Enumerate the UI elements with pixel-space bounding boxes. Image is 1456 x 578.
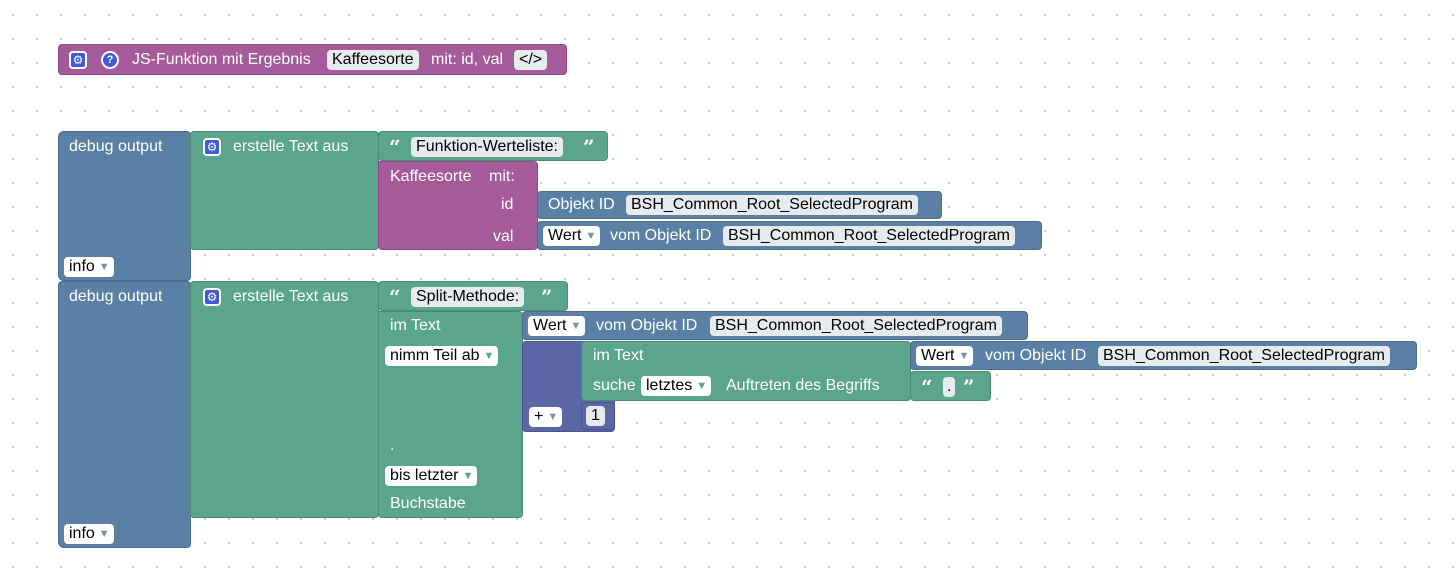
index-of-block[interactable]: im Text suche letztes▼ Auftreten des Beg… bbox=[581, 341, 911, 401]
until-dropdown[interactable]: bis letzter▼ bbox=[385, 466, 478, 486]
letter-label: Buchstabe bbox=[390, 495, 466, 512]
object-id-field[interactable]: BSH_Common_Root_SelectedProgram bbox=[710, 316, 1002, 336]
chevron-down-icon: ▼ bbox=[98, 261, 110, 273]
until-value: bis letzter bbox=[390, 467, 459, 484]
object-id-field[interactable]: BSH_Common_Root_SelectedProgram bbox=[723, 226, 1015, 246]
value-type-value: Wert bbox=[533, 317, 567, 334]
code-icon[interactable]: </> bbox=[514, 50, 548, 70]
value-type-dropdown[interactable]: Wert▼ bbox=[528, 316, 586, 336]
value-from-label: vom Objekt ID bbox=[610, 227, 712, 244]
function-call-block[interactable]: Kaffeesorte mit: id val bbox=[378, 161, 538, 250]
text-join-block-1[interactable]: ⚙ erstelle Text aus bbox=[190, 131, 379, 250]
search-term-field[interactable]: . bbox=[943, 377, 956, 397]
close-quote-icon: ” bbox=[541, 285, 553, 309]
function-definition-block[interactable]: ⚙ ? JS-Funktion mit Ergebnis Kaffeesorte… bbox=[58, 44, 567, 75]
take-from-value: nimm Teil ab bbox=[390, 347, 480, 364]
log-level-dropdown[interactable]: info▼ bbox=[64, 257, 114, 277]
occurrence-value: letztes bbox=[646, 377, 693, 394]
dot-label: . bbox=[390, 437, 395, 454]
object-id-block[interactable]: Objekt ID BSH_Common_Root_SelectedProgra… bbox=[537, 191, 942, 219]
param-id-label: id bbox=[501, 196, 514, 213]
debug-output-block-2[interactable]: debug output info▼ bbox=[58, 281, 191, 548]
value-from-label: vom Objekt ID bbox=[985, 347, 1087, 364]
search-term-text-block[interactable]: “ . ” bbox=[910, 371, 991, 401]
text-literal-field[interactable]: Split-Methode: bbox=[411, 287, 525, 307]
close-quote-icon: ” bbox=[963, 375, 975, 399]
open-quote-icon: “ bbox=[389, 285, 401, 309]
number-block[interactable]: 1 bbox=[581, 402, 615, 430]
text-literal-field[interactable]: Funktion-Werteliste: bbox=[411, 137, 563, 157]
value-of-object-block-3[interactable]: Wert▼ vom Objekt ID BSH_Common_Root_Sele… bbox=[910, 341, 1417, 370]
take-from-dropdown[interactable]: nimm Teil ab▼ bbox=[385, 346, 499, 366]
text-join-block-2[interactable]: ⚙ erstelle Text aus bbox=[190, 281, 379, 518]
function-call-with: mit: bbox=[489, 168, 515, 185]
value-of-object-block-1[interactable]: Wert▼ vom Objekt ID BSH_Common_Root_Sele… bbox=[537, 221, 1042, 250]
occurrence-dropdown[interactable]: letztes▼ bbox=[641, 376, 712, 396]
chevron-down-icon: ▼ bbox=[585, 230, 597, 242]
chevron-down-icon: ▼ bbox=[696, 380, 708, 392]
debug-output-label: debug output bbox=[69, 288, 163, 305]
operator-dropdown[interactable]: +▼ bbox=[529, 407, 563, 427]
open-quote-icon: “ bbox=[389, 135, 401, 159]
log-level-value: info bbox=[69, 258, 95, 275]
function-params-label: mit: id, val bbox=[431, 51, 504, 68]
value-type-dropdown[interactable]: Wert▼ bbox=[916, 346, 974, 366]
value-type-value: Wert bbox=[548, 227, 582, 244]
value-type-dropdown[interactable]: Wert▼ bbox=[543, 226, 601, 246]
open-quote-icon: “ bbox=[921, 375, 933, 399]
log-level-value: info bbox=[69, 525, 95, 542]
gear-icon[interactable]: ⚙ bbox=[69, 51, 87, 69]
chevron-down-icon: ▼ bbox=[462, 470, 474, 482]
text-join-label: erstelle Text aus bbox=[233, 288, 349, 305]
chevron-down-icon: ▼ bbox=[483, 350, 495, 362]
number-field[interactable]: 1 bbox=[586, 406, 605, 426]
param-val-label: val bbox=[493, 228, 514, 245]
gear-icon[interactable]: ⚙ bbox=[203, 138, 221, 156]
debug-output-block-1[interactable]: debug output info▼ bbox=[58, 131, 191, 281]
value-type-value: Wert bbox=[921, 347, 955, 364]
in-text-label: im Text bbox=[390, 317, 441, 334]
inner-in-text-label: im Text bbox=[593, 347, 644, 364]
search-label: suche bbox=[593, 377, 636, 394]
chevron-down-icon: ▼ bbox=[98, 528, 110, 540]
text-literal-block-1[interactable]: “ Funktion-Werteliste: ” bbox=[378, 131, 608, 161]
function-name-field[interactable]: Kaffeesorte bbox=[327, 50, 419, 70]
value-from-label: vom Objekt ID bbox=[596, 317, 698, 334]
close-quote-icon: ” bbox=[583, 135, 595, 159]
gear-icon[interactable]: ⚙ bbox=[203, 288, 221, 306]
debug-output-label: debug output bbox=[69, 138, 163, 155]
chevron-down-icon: ▼ bbox=[958, 350, 970, 362]
occurrence-label: Auftreten des Begriffs bbox=[726, 377, 880, 394]
log-level-dropdown[interactable]: info▼ bbox=[64, 524, 114, 544]
text-literal-block-2[interactable]: “ Split-Methode: ” bbox=[378, 281, 568, 311]
operator-value: + bbox=[534, 408, 544, 425]
substring-block[interactable]: im Text nimm Teil ab▼ . bis letzter▼ Buc… bbox=[378, 311, 523, 518]
chevron-down-icon: ▼ bbox=[547, 411, 559, 423]
text-join-label: erstelle Text aus bbox=[233, 138, 349, 155]
function-call-name: Kaffeesorte bbox=[390, 168, 472, 185]
chevron-down-icon: ▼ bbox=[570, 320, 582, 332]
help-icon[interactable]: ? bbox=[101, 51, 119, 69]
object-id-field[interactable]: BSH_Common_Root_SelectedProgram bbox=[1098, 346, 1390, 366]
value-of-object-block-2[interactable]: Wert▼ vom Objekt ID BSH_Common_Root_Sele… bbox=[522, 311, 1028, 340]
object-id-field[interactable]: BSH_Common_Root_SelectedProgram bbox=[626, 195, 918, 215]
function-definition-label: JS-Funktion mit Ergebnis bbox=[132, 51, 311, 68]
object-id-label: Objekt ID bbox=[548, 196, 615, 213]
